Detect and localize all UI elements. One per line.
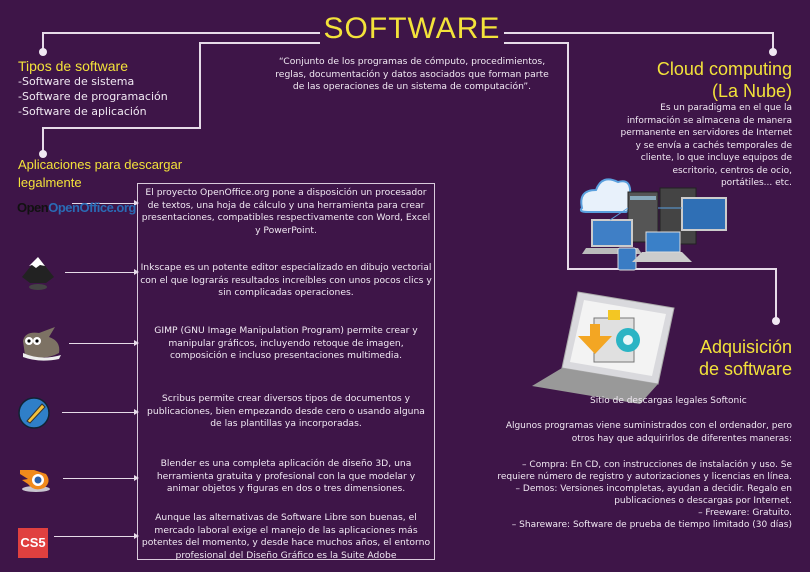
tipos-heading: Tipos de software	[18, 58, 128, 74]
adquisicion-intro: Algunos programas viene suministrados co…	[505, 421, 792, 444]
cloud-heading-line1: Cloud computing	[656, 59, 792, 79]
adquisicion-heading-line1: Adquisición	[699, 337, 792, 357]
adquisicion-heading-line2: de software	[698, 359, 792, 379]
cloud-heading: Cloud computing (La Nube)	[657, 58, 792, 102]
scribus-logo-icon	[18, 397, 50, 429]
apps-heading: Aplicaciones para descargar legalmente	[18, 156, 182, 192]
connector-line	[42, 32, 320, 34]
connector-line	[42, 32, 44, 52]
apps-heading-line2: legalmente	[18, 175, 82, 190]
app-description-scribus: Scribus permite crear diversos tipos de …	[147, 393, 425, 430]
connector-line	[772, 32, 774, 52]
apps-box	[137, 183, 435, 560]
app-description-gimp: GIMP (GNU Image Manipulation Program) pe…	[154, 325, 418, 362]
laptop-download-illustration-icon	[532, 291, 675, 404]
tipos-item: -Software de sistema	[18, 75, 135, 88]
connector-line	[42, 127, 44, 153]
inkscape-logo-icon	[22, 257, 54, 290]
arrow-icon	[62, 409, 139, 415]
definition-text: “Conjunto de los programas de cómputo, p…	[275, 56, 549, 92]
cloud-network-illustration-icon	[579, 178, 727, 271]
blender-logo-icon	[20, 470, 50, 492]
connector-dot	[39, 48, 47, 56]
adquisicion-item: – Demos: Versiones incompletas, ayudan a…	[515, 484, 792, 506]
connector-line	[567, 268, 777, 270]
arrow-icon	[69, 340, 139, 346]
adquisicion-item: – Compra: En CD, con instrucciones de in…	[497, 460, 792, 482]
adquisicion-heading: Adquisición de software	[699, 336, 792, 380]
page-title: SOFTWARE	[323, 12, 501, 45]
connector-line	[504, 42, 569, 44]
openoffice-logo-icon: OpenOpenOffice.org	[17, 200, 136, 215]
cloud-text: Es un paradigma en el que la información…	[620, 103, 792, 188]
gimp-logo-icon	[23, 327, 61, 361]
connector-line	[199, 42, 320, 44]
adobe-cs5-logo-icon: CS5	[18, 528, 48, 558]
arrow-icon	[54, 533, 139, 539]
tipos-item: -Software de programación	[18, 90, 168, 103]
tipos-section: Tipos de software -Software de sistema -…	[18, 58, 168, 119]
connector-line	[42, 127, 201, 129]
app-description-openoffice: El proyecto OpenOffice.org pone a dispos…	[141, 187, 431, 236]
openoffice-logo-text: OpenOffice.org	[48, 200, 136, 215]
connector-line	[199, 42, 201, 129]
connector-line	[775, 268, 777, 320]
connector-line	[567, 42, 569, 270]
cloud-heading-line2: (La Nube)	[711, 81, 792, 101]
connector-dot	[39, 150, 47, 158]
tipos-item: -Software de aplicación	[18, 105, 147, 118]
adquisicion-item: – Freeware: Gratuito.	[698, 508, 792, 518]
connector-dot	[769, 48, 777, 56]
connector-dot	[772, 317, 780, 325]
arrow-icon	[72, 200, 139, 206]
arrow-icon	[63, 475, 139, 481]
app-description-inkscape: Inkscape es un potente editor especializ…	[140, 262, 432, 299]
apps-heading-line1: Aplicaciones para descargar	[18, 157, 183, 172]
app-description-blender: Blender es una completa aplicación de di…	[156, 458, 416, 495]
app-description-adobe: Aunque las alternativas de Software Libr…	[141, 512, 431, 561]
softonic-site-link[interactable]: Sitio de descargas legales Softonic	[590, 396, 747, 406]
adquisicion-list: – Compra: En CD, con instrucciones de in…	[482, 459, 792, 531]
arrow-icon	[65, 269, 139, 275]
adquisicion-item: – Shareware: Software de prueba de tiemp…	[511, 520, 792, 530]
connector-line	[504, 32, 774, 34]
